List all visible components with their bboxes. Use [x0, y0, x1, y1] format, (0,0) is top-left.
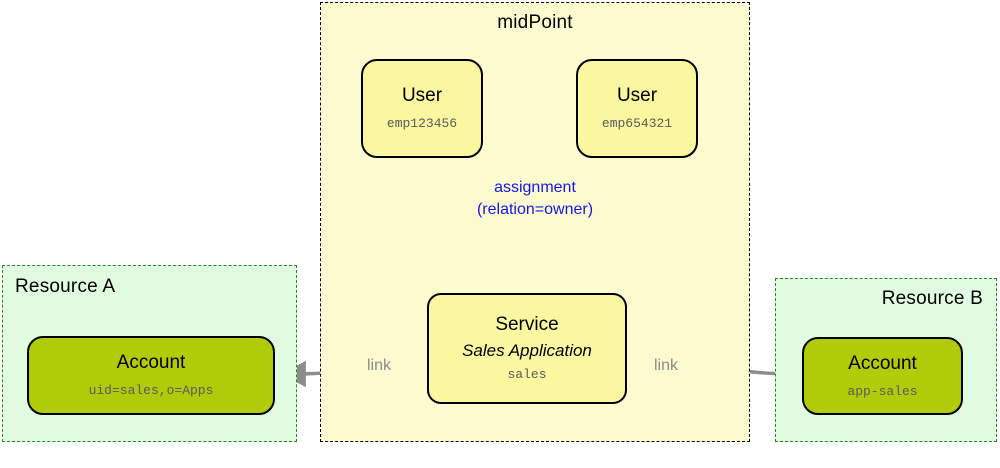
- node-account-b-identifier: app-sales: [847, 383, 918, 399]
- node-account-a-type: Account: [116, 352, 186, 374]
- node-account-a-identifier: uid=sales,o=Apps: [88, 383, 214, 399]
- node-service-type: Service: [495, 314, 559, 336]
- node-user-2-identifier: emp654321: [601, 116, 673, 132]
- node-user-2-type: User: [616, 85, 658, 107]
- node-service-identifier: sales: [507, 367, 547, 383]
- node-account-b[interactable]: Account app-sales: [802, 337, 963, 415]
- node-user-2[interactable]: User emp654321: [576, 59, 698, 158]
- node-account-b-type: Account: [848, 352, 917, 374]
- node-service-name: Sales Application: [462, 340, 592, 360]
- container-midpoint-title: midPoint: [497, 12, 573, 33]
- node-account-a[interactable]: Account uid=sales,o=Apps: [27, 336, 275, 415]
- container-resource-a-title: Resource A: [15, 276, 116, 297]
- node-user-1-type: User: [401, 85, 443, 107]
- node-user-1[interactable]: User emp123456: [361, 59, 483, 158]
- container-resource-b-title: Resource B: [881, 288, 983, 309]
- node-user-1-identifier: emp123456: [386, 116, 458, 132]
- node-service[interactable]: Service Sales Application sales: [427, 293, 627, 404]
